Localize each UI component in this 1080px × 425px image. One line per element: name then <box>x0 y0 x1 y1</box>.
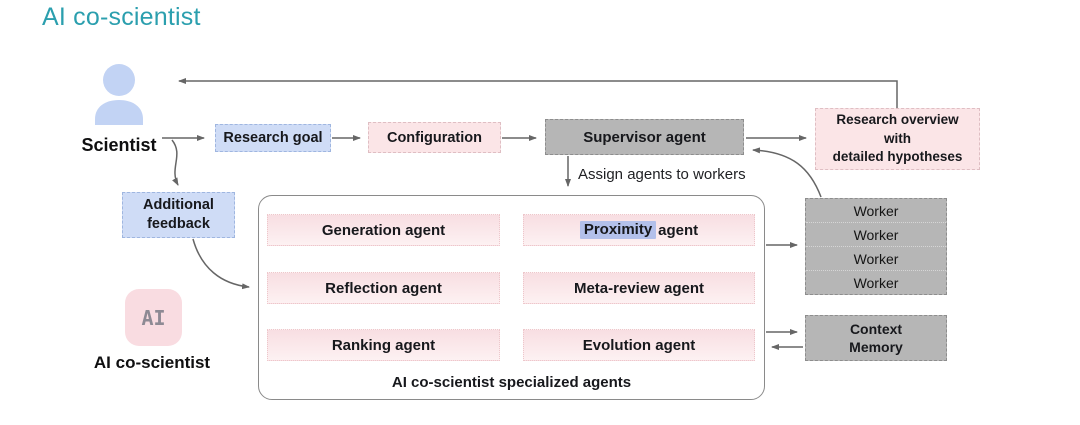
research-goal-label: Research goal <box>223 130 323 146</box>
proximity-agent-box: Proximity agent <box>523 214 755 246</box>
arrow-workers-to-supervisor <box>752 147 822 198</box>
research-overview-box: Research overview with detailed hypothes… <box>815 108 980 170</box>
worker-row: Worker <box>806 223 946 247</box>
research-goal-box: Research goal <box>215 124 331 152</box>
supervisor-agent-label: Supervisor agent <box>583 128 706 146</box>
scientist-label: Scientist <box>81 135 157 155</box>
configuration-label: Configuration <box>386 129 483 146</box>
meta-review-agent-label: Meta-review agent <box>573 279 705 297</box>
worker-row: Worker <box>806 247 946 271</box>
context-memory-line-2: Memory <box>849 339 903 355</box>
research-overview-line-2: with <box>884 130 911 146</box>
generation-agent-box: Generation agent <box>267 214 500 246</box>
ai-chip-icon: AI <box>125 289 182 346</box>
generation-agent-label: Generation agent <box>321 221 446 239</box>
context-memory-box: Context Memory <box>805 315 947 361</box>
evolution-agent-label: Evolution agent <box>582 336 696 354</box>
workers-box: Worker Worker Worker Worker <box>805 198 947 295</box>
additional-feedback-box: Additional feedback <box>122 192 235 238</box>
worker-row: Worker <box>853 274 899 291</box>
arrow-overview-to-scientist <box>178 78 898 108</box>
page-title: AI co-scientist <box>42 3 201 31</box>
ranking-agent-box: Ranking agent <box>267 329 500 361</box>
supervisor-agent-box: Supervisor agent <box>545 119 744 155</box>
worker-row: Worker <box>806 199 946 223</box>
research-overview-line-3: detailed hypotheses <box>832 149 963 165</box>
context-memory-line-1: Context <box>849 320 903 337</box>
configuration-box: Configuration <box>368 122 501 153</box>
scientist-person-icon <box>95 64 143 125</box>
meta-review-agent-box: Meta-review agent <box>523 272 755 304</box>
ai-chip-text: AI <box>141 305 166 330</box>
ranking-agent-label: Ranking agent <box>331 336 436 354</box>
ai-co-scientist-label: AI co-scientist <box>93 353 211 372</box>
assign-agents-annotation: Assign agents to workers <box>578 166 746 183</box>
proximity-highlighted-text: Proximity <box>579 221 657 239</box>
specialized-agents-frame-label: AI co-scientist specialized agents <box>391 374 632 391</box>
reflection-agent-box: Reflection agent <box>267 272 500 304</box>
research-overview-line-1: Research overview <box>836 111 959 127</box>
evolution-agent-box: Evolution agent <box>523 329 755 361</box>
additional-feedback-line-2: feedback <box>147 216 210 232</box>
additional-feedback-line-1: Additional <box>143 197 214 214</box>
reflection-agent-label: Reflection agent <box>325 279 442 297</box>
proximity-agent-label-rest: agent <box>658 221 699 239</box>
arrow-feedback-to-reflection <box>192 238 250 290</box>
